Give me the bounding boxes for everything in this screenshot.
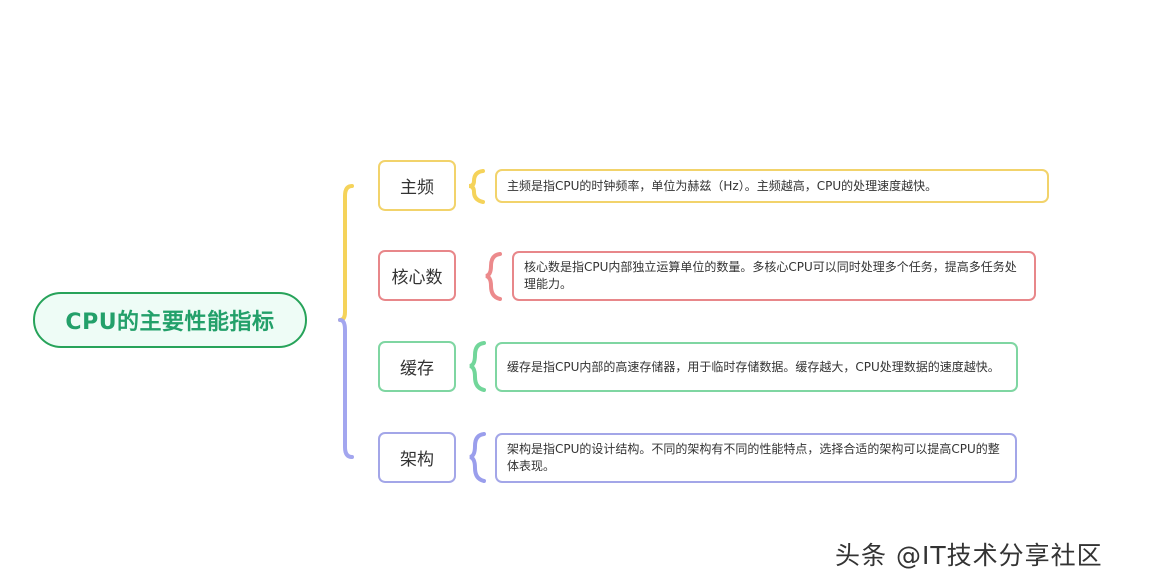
brace-icon-2 — [485, 252, 502, 301]
topic-node-cores[interactable]: 核心数 — [378, 250, 456, 301]
detail-node-cache[interactable]: 缓存是指CPU内部的高速存储器，用于临时存储数据。缓存越大，CPU处理数据的速度… — [495, 342, 1018, 392]
topic-label: 主频 — [400, 178, 434, 198]
upper-connector — [338, 184, 354, 322]
brace-icon-1 — [468, 169, 485, 204]
brace-icon-4 — [469, 432, 486, 483]
topic-label: 核心数 — [391, 268, 443, 288]
detail-node-architecture[interactable]: 架构是指CPU的设计结构。不同的架构有不同的性能特点，选择合适的架构可以提高CP… — [495, 433, 1017, 483]
root-label: CPU的主要性能指标 — [65, 310, 275, 335]
detail-text: 核心数是指CPU内部独立运算单位的数量。多核心CPU可以同时处理多个任务，提高多… — [524, 260, 1017, 291]
lower-connector — [338, 318, 354, 459]
topic-label: 架构 — [400, 450, 434, 470]
detail-node-cores[interactable]: 核心数是指CPU内部独立运算单位的数量。多核心CPU可以同时处理多个任务，提高多… — [512, 251, 1036, 301]
topic-node-frequency[interactable]: 主频 — [378, 160, 456, 211]
detail-node-frequency[interactable]: 主频是指CPU的时钟频率，单位为赫兹（Hz）。主频越高，CPU的处理速度越快。 — [495, 169, 1049, 203]
topic-label: 缓存 — [400, 359, 434, 379]
root-node[interactable]: CPU的主要性能指标 — [33, 292, 307, 348]
topic-node-architecture[interactable]: 架构 — [378, 432, 456, 483]
topic-node-cache[interactable]: 缓存 — [378, 341, 456, 392]
detail-text: 架构是指CPU的设计结构。不同的架构有不同的性能特点，选择合适的架构可以提高CP… — [507, 442, 1000, 473]
brace-icon-3 — [469, 341, 486, 392]
watermark: 头条 @IT技术分享社区 — [835, 541, 1103, 570]
detail-text: 主频是指CPU的时钟频率，单位为赫兹（Hz）。主频越高，CPU的处理速度越快。 — [507, 178, 938, 193]
detail-text: 缓存是指CPU内部的高速存储器，用于临时存储数据。缓存越大，CPU处理数据的速度… — [507, 359, 1000, 374]
